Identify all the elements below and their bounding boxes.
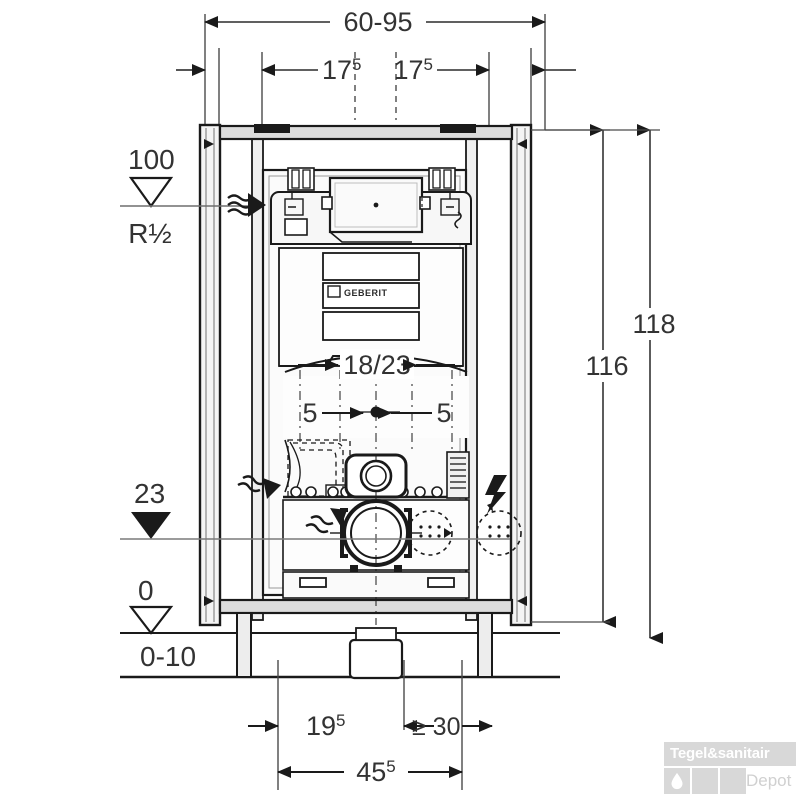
watermark-line2: Depot: [746, 771, 792, 790]
water-drop-icon: [664, 768, 690, 794]
dim-top-overall-label: 60-95: [343, 7, 412, 37]
brand-label: GEBERIT: [344, 288, 388, 298]
watermark-logo: Tegel&sanitair Depot: [664, 742, 796, 794]
dim-5-right-label: 5: [436, 398, 451, 428]
dimension-top-inner-right: 175: [393, 55, 490, 85]
dimension-top-inner-left: 175: [261, 55, 362, 85]
dimension-18-23: 18/23: [298, 349, 455, 380]
cistern-body: GEBERIT: [261, 167, 472, 625]
dim-19-5-label: 195: [306, 711, 346, 741]
level-23-label: 23: [134, 478, 165, 509]
watermark-square-2: [692, 768, 718, 794]
dim-45-5-label: 455: [356, 757, 396, 787]
dim-17-5-left: 175: [322, 55, 362, 85]
watermark-square-3: [720, 768, 746, 794]
watermark-band-bottom: Depot: [664, 768, 796, 794]
dimension-min-30: ≥ 30: [403, 713, 493, 741]
lightning-bolt-icon: [485, 475, 507, 514]
watermark-line1: Tegel&sanitair: [670, 745, 770, 762]
watermark-band-top: Tegel&sanitair: [664, 742, 796, 766]
dimension-top-overall: 60-95: [204, 6, 546, 38]
level-marker-23: 23: [120, 478, 510, 540]
thread-label: R½: [128, 218, 172, 249]
level-100-label: 100: [128, 144, 175, 175]
dimension-19-5: 195: [248, 711, 346, 741]
dim-116-label: 116: [585, 351, 628, 381]
dim-18-23-label: 18/23: [343, 350, 411, 380]
dimension-five-left: 5: [302, 398, 364, 428]
level-marker-100: 100 R½: [120, 144, 252, 249]
dim-118-label: 118: [632, 309, 675, 339]
dashed-circle-detail-electrical: [476, 510, 522, 556]
dimension-height-116: 116: [531, 124, 630, 628]
dimension-45-5: 455: [277, 756, 463, 787]
drain-arrow-icon-lower: [305, 508, 347, 534]
floor-tolerance-label: 0-10: [140, 641, 196, 672]
dim-5-left-label: 5: [302, 398, 317, 428]
floor-base: [236, 612, 493, 680]
dim-17-5-right: 175: [393, 55, 433, 85]
dashed-circle-detail-1: [407, 510, 453, 556]
dim-min-30-label: ≥ 30: [412, 713, 460, 741]
level-0-label: 0: [138, 575, 154, 606]
center-dot-icon: [352, 406, 400, 418]
dimension-five-right: 5: [378, 398, 452, 428]
water-supply-arrow-icon: [227, 193, 266, 217]
drain-arrow-icon-upper: [237, 475, 281, 499]
dimension-height-118: 118: [545, 124, 678, 644]
